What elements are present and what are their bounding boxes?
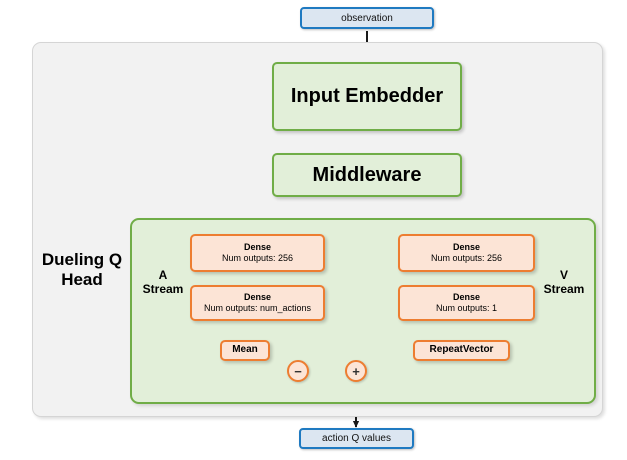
advantage-dense-1-subtitle: Num outputs: 256: [221, 253, 294, 263]
value-dense-2-node: Dense Num outputs: 1: [398, 285, 535, 321]
advantage-dense-2-subtitle: Num outputs: num_actions: [203, 303, 312, 313]
value-dense-1-title: Dense: [452, 241, 480, 252]
add-operator-symbol: +: [352, 363, 360, 379]
subtract-operator: −: [287, 360, 309, 382]
add-operator: +: [345, 360, 367, 382]
observation-node: observation: [300, 7, 434, 29]
repeat-vector-node: RepeatVector: [413, 340, 510, 361]
subtract-operator-symbol: −: [294, 363, 302, 379]
value-dense-2-subtitle: Num outputs: 1: [435, 303, 498, 313]
value-dense-1-node: Dense Num outputs: 256: [398, 234, 535, 272]
value-dense-2-title: Dense: [452, 291, 480, 302]
dueling-q-head-title: Dueling Q Head: [36, 250, 128, 289]
value-stream-line2: Stream: [543, 281, 585, 296]
input-embedder-node: Input Embedder: [272, 62, 462, 131]
dueling-q-head-title-text: Dueling Q Head: [41, 250, 123, 289]
middleware-node: Middleware: [272, 153, 462, 197]
advantage-dense-2-title: Dense: [243, 291, 271, 302]
value-stream-line1: V: [559, 268, 568, 282]
mean-label: Mean: [232, 344, 258, 356]
advantage-stream-label: A Stream: [140, 268, 186, 297]
repeat-vector-label: RepeatVector: [429, 344, 494, 356]
action-q-values-label: action Q values: [322, 433, 391, 444]
advantage-stream-line2: Stream: [142, 281, 184, 296]
advantage-dense-1-node: Dense Num outputs: 256: [190, 234, 325, 272]
value-dense-1-subtitle: Num outputs: 256: [430, 253, 503, 263]
action-q-values-node: action Q values: [299, 428, 414, 449]
observation-label: observation: [341, 12, 393, 24]
input-embedder-label: Input Embedder: [290, 85, 444, 107]
advantage-dense-2-node: Dense Num outputs: num_actions: [190, 285, 325, 321]
middleware-label: Middleware: [312, 163, 422, 186]
value-stream-label: V Stream: [539, 268, 589, 297]
mean-node: Mean: [220, 340, 270, 361]
advantage-dense-1-title: Dense: [243, 241, 271, 252]
advantage-stream-line1: A: [158, 268, 168, 282]
